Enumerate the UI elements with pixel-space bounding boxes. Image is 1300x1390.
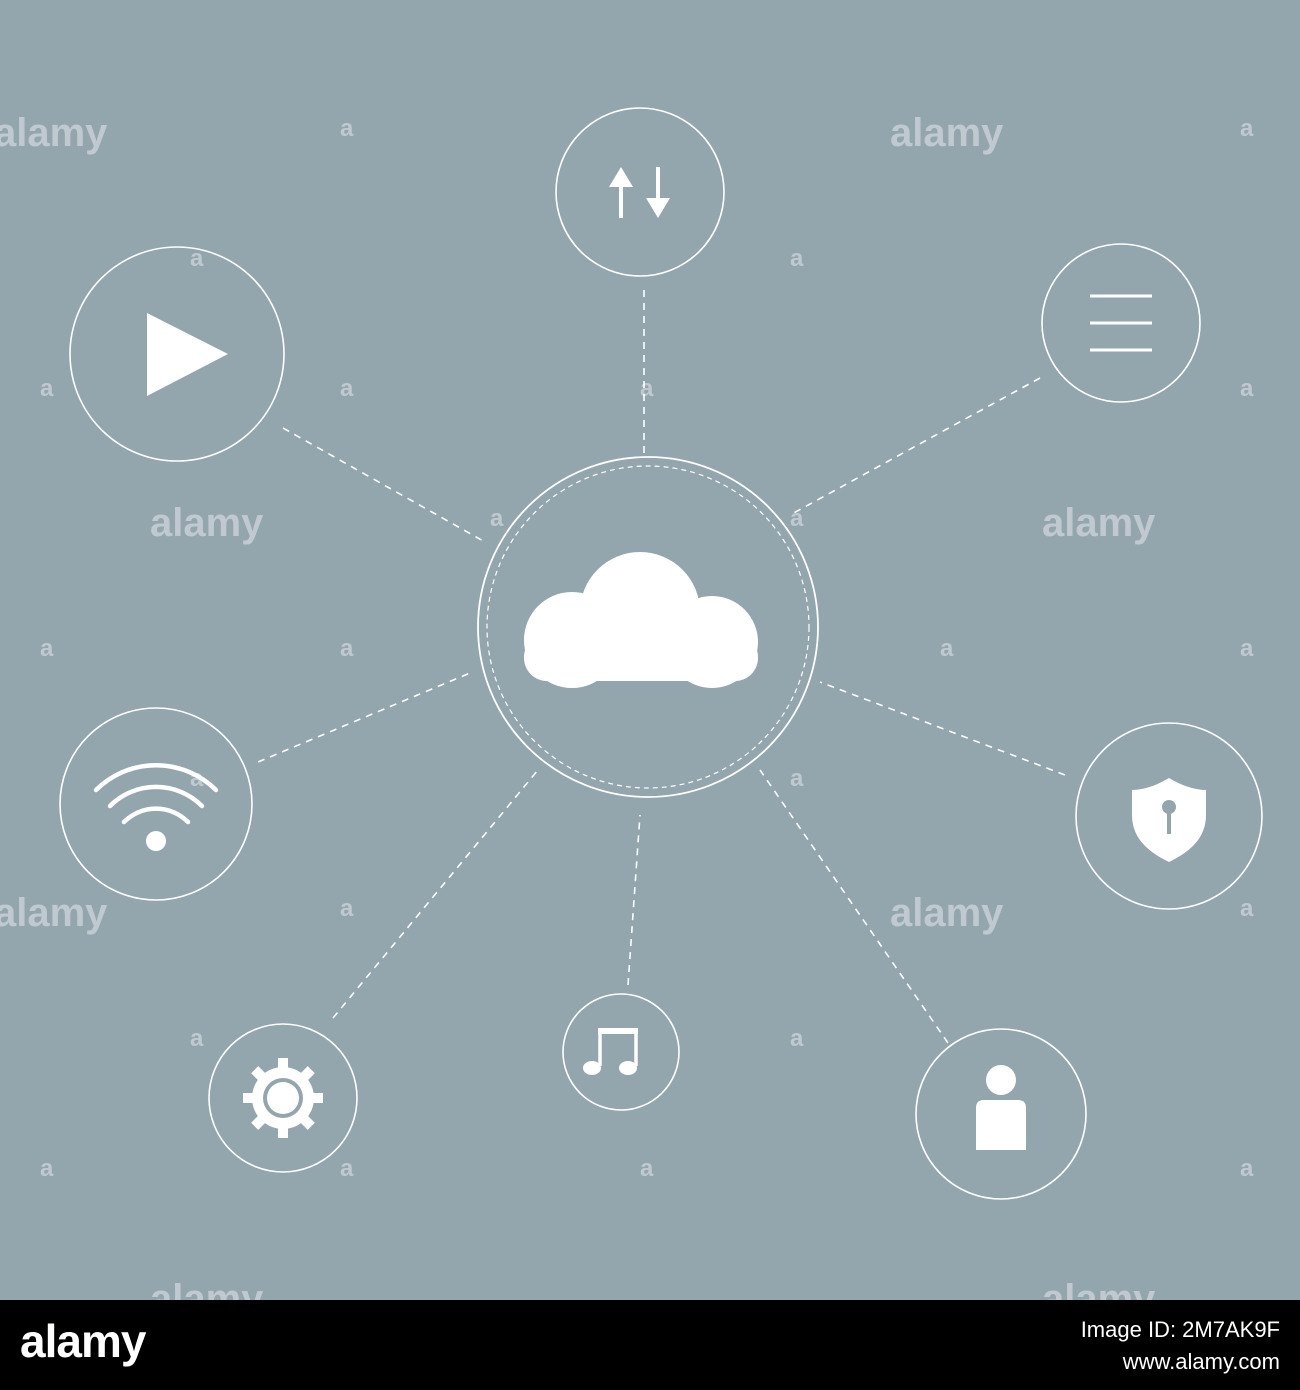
connector-user xyxy=(759,769,949,1044)
watermark-letter: a xyxy=(790,505,804,532)
watermark-letter: a xyxy=(340,115,354,142)
watermark-word: alamy xyxy=(0,891,108,935)
wifi-icon xyxy=(93,762,219,851)
watermark-word: alamy xyxy=(1042,501,1156,545)
watermark-word: alamy xyxy=(1042,1277,1156,1300)
watermark-letter: a xyxy=(1240,1155,1254,1182)
site-url: www.alamy.com xyxy=(1122,1349,1280,1374)
watermark-letter: a xyxy=(40,375,54,402)
watermark-word: alamy xyxy=(0,111,108,155)
cloud-network-diagram: alamy alamy alamy alamy alamy alamy alam… xyxy=(0,0,1300,1300)
user-icon xyxy=(976,1065,1026,1150)
watermark-letter: a xyxy=(40,635,54,662)
watermark-letter: a xyxy=(1240,635,1254,662)
image-id: Image ID: 2M7AK9F xyxy=(1080,1317,1280,1342)
watermark-word: alamy xyxy=(890,891,1004,935)
connector-music xyxy=(627,814,641,986)
watermark-letter: a xyxy=(790,1025,804,1052)
connector-settings xyxy=(332,769,539,1019)
watermark-letter: a xyxy=(940,635,954,662)
cloud-hub xyxy=(477,456,819,798)
watermark-letter: a xyxy=(340,375,354,402)
node-play xyxy=(69,246,285,462)
image-meta: Image ID: 2M7AK9F www.alamy.com xyxy=(1081,1314,1280,1378)
node-settings xyxy=(208,1023,358,1173)
watermark-letter: a xyxy=(340,1155,354,1182)
music-note-icon xyxy=(583,1028,638,1075)
node-user xyxy=(915,1028,1087,1200)
watermark-letter: a xyxy=(1240,895,1254,922)
node-security xyxy=(1075,722,1263,910)
brand-logo: alamy xyxy=(20,1315,146,1367)
watermark-letter: a xyxy=(190,1025,204,1052)
node-transfer xyxy=(555,107,725,277)
watermark-letter: a xyxy=(1240,115,1254,142)
watermark-letter: a xyxy=(340,635,354,662)
connector-security xyxy=(819,681,1066,776)
hamburger-menu-icon xyxy=(1090,294,1152,352)
play-icon xyxy=(147,313,228,396)
watermark-letter: a xyxy=(490,505,504,532)
watermark-layer: alamy alamy alamy alamy alamy alamy alam… xyxy=(0,111,1254,1300)
watermark-letter: a xyxy=(640,375,654,402)
watermark-word: alamy xyxy=(890,111,1004,155)
node-menu xyxy=(1041,243,1201,403)
watermark-letter: a xyxy=(640,1155,654,1182)
watermark-word: alamy xyxy=(150,1277,264,1300)
watermark-letter: a xyxy=(790,245,804,272)
node-music xyxy=(562,993,680,1111)
cloud-icon xyxy=(524,552,758,688)
connector-menu xyxy=(789,377,1041,516)
up-down-arrows-icon xyxy=(609,167,670,218)
shield-lock-icon xyxy=(1132,778,1206,862)
stock-footer-bar: alamy Image ID: 2M7AK9F www.alamy.com xyxy=(0,1300,1300,1390)
watermark-letter: a xyxy=(1240,375,1254,402)
hub-inner-ring xyxy=(486,465,810,789)
watermark-letter: a xyxy=(190,245,204,272)
hub-outer-ring xyxy=(477,456,819,798)
node-wifi xyxy=(59,707,253,901)
gear-icon xyxy=(243,1058,323,1138)
watermark-letter: a xyxy=(40,1155,54,1182)
watermark-letter: a xyxy=(790,765,804,792)
connector-layer xyxy=(257,290,1066,1044)
watermark-letter: a xyxy=(340,895,354,922)
watermark-word: alamy xyxy=(150,501,264,545)
